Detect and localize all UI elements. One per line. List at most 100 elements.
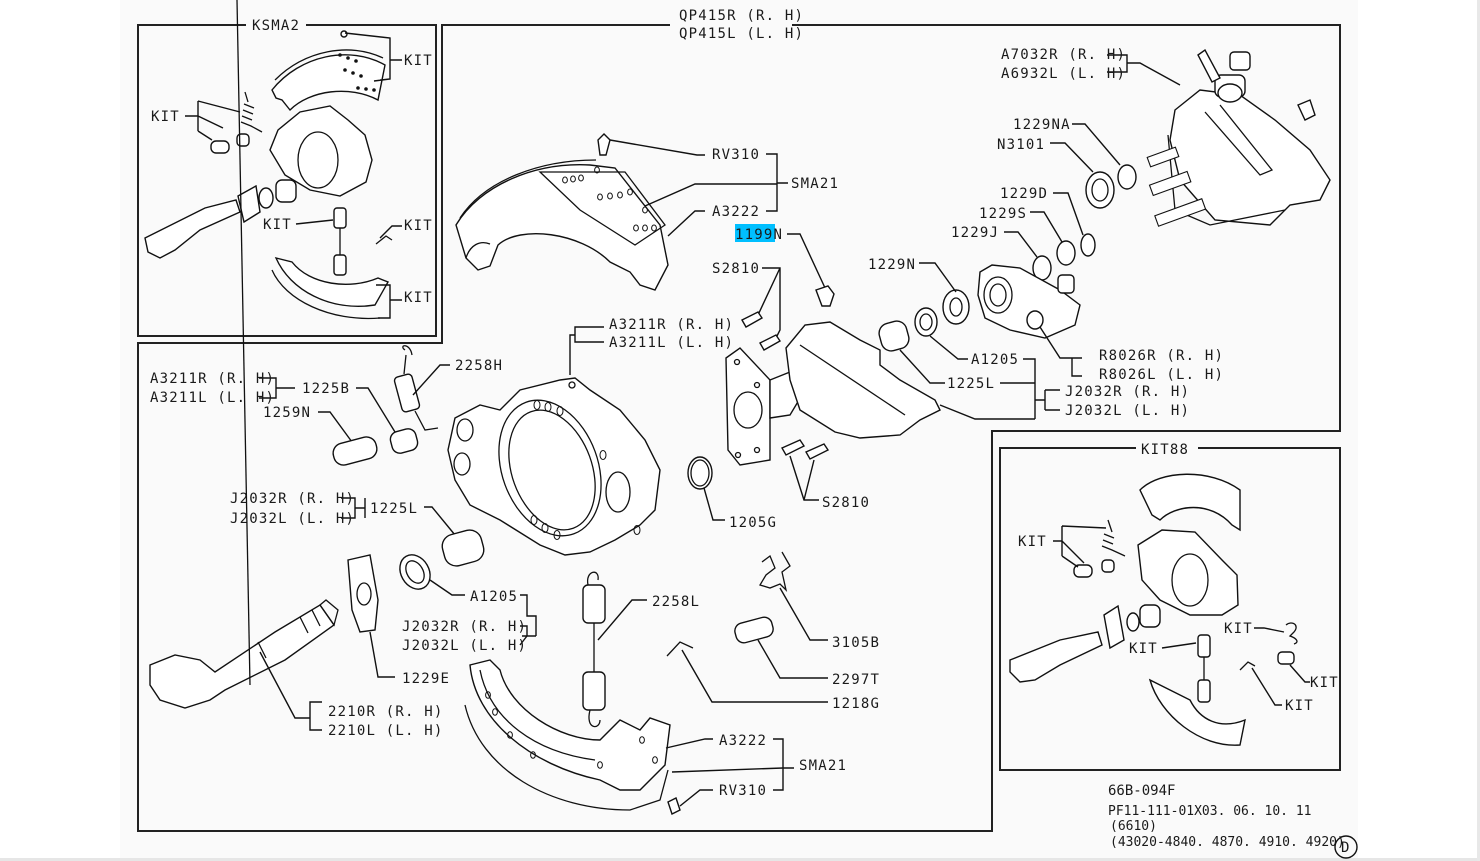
pin-icon [332, 436, 378, 466]
callout-s2810-top: S2810 [712, 261, 760, 277]
callout-1259n: 1259N [263, 405, 311, 421]
spring-2258h [393, 345, 450, 431]
callout-j2032r-left: J2032R (R. H) [230, 491, 355, 507]
o-ring-icon [687, 456, 713, 490]
callout-2210l: 2210L (L. H) [328, 723, 444, 739]
ksma2-kit-label: KIT [404, 218, 433, 234]
spring-icon [240, 91, 263, 133]
callout-a3211r-mid: A3211R (R. H) [609, 317, 734, 333]
footer-line-2: PF11-111-01X03. 06. 10. 11 [1108, 804, 1312, 819]
callout-a1205-left: A1205 [470, 589, 518, 605]
bushing-icon [441, 529, 485, 567]
main-box: QP415R (R. H) QP415L (L. H) [137, 6, 1341, 832]
callout-a3211l-left: A3211L (L. H) [150, 390, 275, 406]
callout-j2032l-lower: J2032L (L. H) [402, 638, 527, 654]
right-edge [1477, 0, 1480, 861]
circled-letter: D [1341, 840, 1349, 856]
bushing-icon [389, 428, 419, 454]
seal-icon [914, 307, 938, 337]
ksma2-box: KSMA2 [137, 16, 437, 337]
camshaft-icon [144, 199, 241, 259]
brake-chamber [1146, 48, 1331, 227]
spring-2258l [582, 571, 606, 728]
callout-1225l-right: 1225L [947, 376, 995, 392]
main-title-rh: QP415R (R. H) [679, 8, 804, 24]
callout-1225b: 1225B [302, 381, 350, 397]
highlight-1199n [735, 224, 775, 242]
callout-j2032r-right: J2032R (R. H) [1065, 384, 1190, 400]
clip-icon [759, 551, 791, 593]
kit88-kit-label: KIT [1310, 675, 1339, 691]
drawing-code: 66B-094F [1108, 783, 1175, 799]
ksma2-kit-label: KIT [404, 53, 433, 69]
callout-n3101: N3101 [997, 137, 1045, 153]
callout-r8026l: R8026L (L. H) [1099, 367, 1224, 383]
ring-icon [1056, 240, 1076, 266]
rivet-icon [597, 133, 611, 156]
callout-1199n-highlighted[interactable]: 1199N [735, 227, 783, 243]
callout-1229n: 1229N [868, 257, 916, 273]
callout-a3211r-left: A3211R (R. H) [150, 371, 275, 387]
callout-sma21-bottom: SMA21 [799, 758, 847, 774]
bolt-icon [741, 311, 764, 328]
callout-r8026r: R8026R (R. H) [1099, 348, 1224, 364]
seal-icon [942, 289, 970, 325]
footer-line-3: (6610) [1110, 819, 1157, 834]
bolt-icon [781, 439, 806, 456]
footer-line-4: (43020-4840. 4870. 4910. 4920) [1110, 835, 1345, 850]
callout-j2032l-right: J2032L (L. H) [1065, 403, 1190, 419]
brake-shoe-icon [271, 54, 386, 112]
drawing-footer: 66B-094F PF11-111-01X03. 06. 10. 11 (661… [1108, 783, 1358, 859]
upper-shoe-leaders [609, 139, 788, 237]
seal-icon [399, 554, 431, 590]
callout-1229j: 1229J [951, 225, 999, 241]
ksma2-kit-label: KIT [263, 217, 292, 233]
bolt-icon [759, 334, 782, 351]
ksma2-kit-label: KIT [404, 290, 433, 306]
callout-2210r: 2210R (R. H) [328, 704, 444, 720]
kit88-kit-label: KIT [1285, 698, 1314, 714]
callout-a7032r: A7032R (R. H) [1001, 47, 1126, 63]
ring-icon [1117, 164, 1137, 190]
callout-1229s: 1229S [979, 206, 1027, 222]
callout-rv310: RV310 [712, 147, 760, 163]
callout-j2032r-lower: J2032R (R. H) [402, 619, 527, 635]
lower-brake-shoe [464, 659, 681, 815]
rivet-holes [338, 53, 376, 92]
bottom-edge [0, 858, 1480, 861]
bushing-icon [878, 320, 910, 352]
wire-clip-icon [666, 641, 694, 657]
clip-icon [1285, 622, 1298, 645]
callout-s2810-bottom: S2810 [822, 495, 870, 511]
kit88-kit-label: KIT [1018, 534, 1047, 550]
circled-letter-badge [1334, 835, 1358, 859]
upper-brake-shoe [455, 133, 669, 291]
callout-1229na: 1229NA [1013, 117, 1071, 133]
bolt-icon [805, 443, 830, 460]
camshaft [149, 0, 339, 709]
main-title-lh: QP415L (L. H) [679, 26, 804, 42]
slack-adjuster [977, 264, 1081, 339]
callout-1229e: 1229E [402, 671, 450, 687]
grease-fitting-icon [815, 285, 835, 307]
lining-rivets [562, 166, 657, 232]
callout-1218g: 1218G [832, 696, 880, 712]
snap-ring-icon [1080, 233, 1096, 257]
callout-sma21: SMA21 [791, 176, 839, 192]
ksma2-title: KSMA2 [252, 18, 300, 34]
kit88-kit-label: KIT [1129, 641, 1158, 657]
ksma2-parts [144, 30, 393, 320]
callout-1229d: 1229D [1000, 186, 1048, 202]
kit88-title: KIT88 [1141, 442, 1189, 458]
brake-spider [447, 377, 661, 556]
studs [1146, 146, 1207, 227]
pin-icon [734, 616, 774, 644]
callout-j2032l-left: J2032L (L. H) [230, 511, 355, 527]
callout-2297t: 2297T [832, 672, 880, 688]
callout-1205g: 1205G [729, 515, 777, 531]
kit88-parts [1009, 473, 1298, 746]
callout-1225l-left: 1225L [370, 501, 418, 517]
callout-2258h: 2258H [455, 358, 503, 374]
backing-plate-icon [269, 105, 373, 197]
